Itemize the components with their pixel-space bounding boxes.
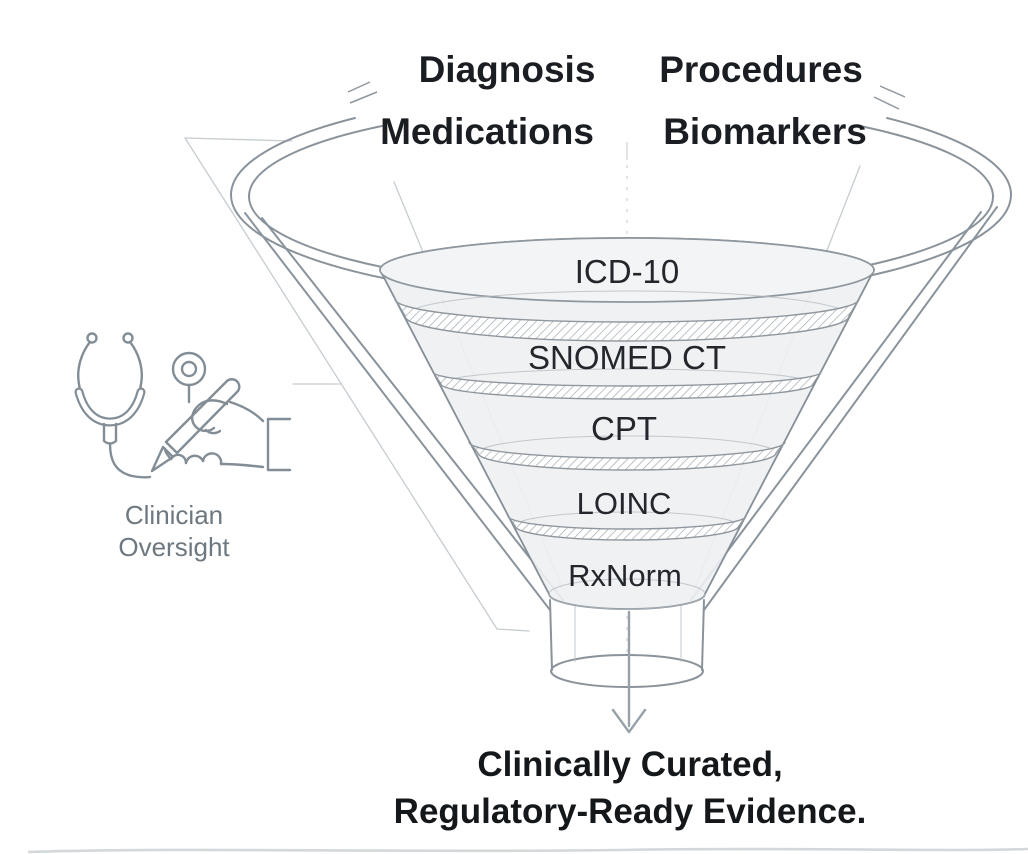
separator-band: [507, 513, 747, 541]
separator-band: [468, 440, 786, 471]
output-label-line2: Regulatory-Ready Evidence.: [394, 792, 867, 831]
funnel-spout: [549, 599, 705, 688]
output-section: Clinically Curated, Regulatory-Ready Evi…: [394, 610, 867, 831]
input-label-diagnosis: Diagnosis: [419, 49, 596, 90]
input-labels: Diagnosis Procedures Medications Biomark…: [380, 49, 867, 152]
oversight-label-line1: Clinician: [125, 500, 223, 530]
cuff-icon: [266, 417, 292, 472]
layer-label-loinc: LOINC: [577, 486, 672, 521]
layer-label-snomed: SNOMED CT: [528, 339, 726, 376]
oversight-label-line2: Oversight: [118, 532, 230, 562]
layer-top-surface: [379, 237, 875, 303]
oversight-connector-lines: [184, 137, 530, 632]
stethoscope-icon: [74, 332, 152, 479]
output-label-line1: Clinically Curated,: [477, 745, 782, 784]
clinician-oversight: Clinician Oversight: [74, 332, 292, 562]
input-label-procedures: Procedures: [659, 49, 863, 90]
hand-pen-icon: [150, 378, 292, 473]
input-label-medications: Medications: [380, 111, 594, 152]
down-arrow-icon: [611, 610, 647, 734]
layer-label-rxnorm: RxNorm: [568, 558, 682, 593]
input-label-biomarkers: Biomarkers: [663, 111, 867, 152]
layer-label-icd10: ICD-10: [575, 253, 680, 290]
funnel-layer-stack: ICD-10 SNOMED CT CPT LOINC RxNorm: [379, 237, 875, 610]
layer-label-cpt: CPT: [591, 410, 657, 447]
separator-band: [394, 296, 860, 342]
bottom-crop-line: [27, 847, 1028, 854]
separator-band: [432, 369, 822, 400]
pin-icon: [171, 351, 207, 404]
